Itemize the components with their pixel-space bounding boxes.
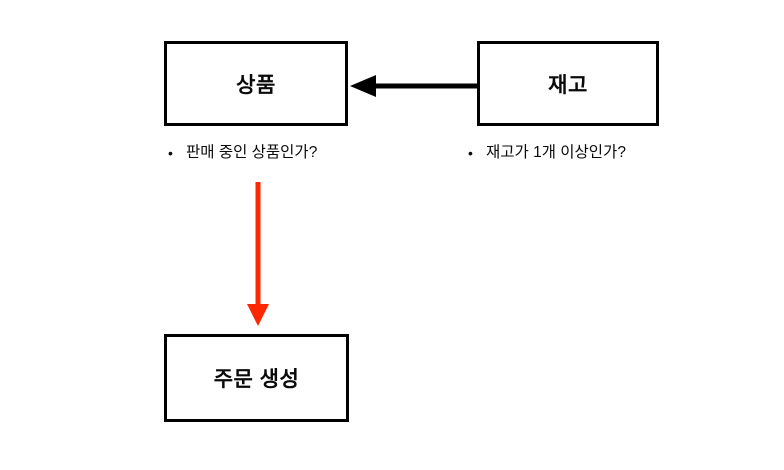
- stock-to-product-arrowhead: [350, 75, 376, 97]
- node-stock: 재고: [477, 41, 659, 126]
- stock-question-text: 재고가 1개 이상인가?: [486, 144, 626, 161]
- product-question: • 판매 중인 상품인가?: [168, 143, 317, 163]
- node-order-label: 주문 생성: [213, 368, 300, 391]
- node-stock-label: 재고: [548, 73, 588, 97]
- bullet-icon: •: [468, 145, 473, 161]
- product-question-text: 판매 중인 상품인가?: [186, 144, 318, 161]
- product-to-order-arrowhead: [247, 304, 269, 326]
- node-product-label: 상품: [236, 73, 276, 97]
- stock-question: • 재고가 1개 이상인가?: [468, 143, 626, 163]
- node-product: 상품: [164, 41, 348, 126]
- node-order: 주문 생성: [164, 334, 349, 422]
- bullet-icon: •: [168, 145, 173, 161]
